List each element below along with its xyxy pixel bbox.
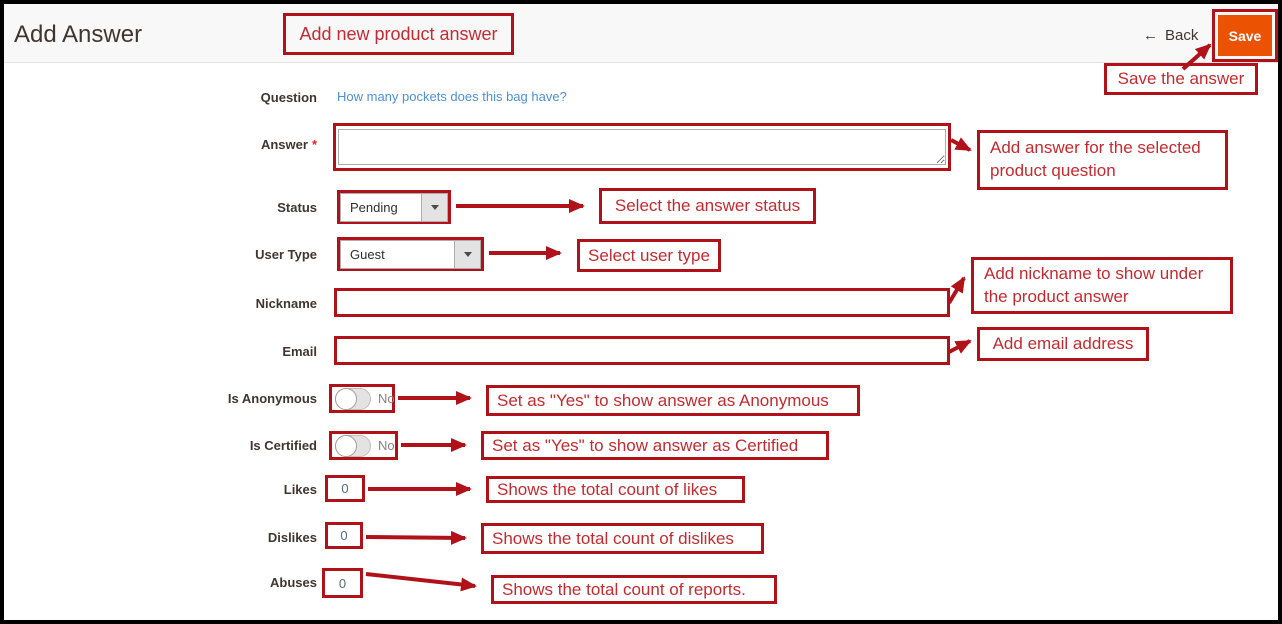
nickname-annotation-outline: [334, 288, 950, 317]
is-anonymous-toggle[interactable]: No: [332, 387, 395, 410]
dislikes-annotation-outline: [325, 522, 363, 549]
abuses-input[interactable]: [325, 574, 360, 592]
question-label: Question: [260, 90, 317, 105]
abuses-annotation-outline: [322, 568, 363, 598]
is-anonymous-label: Is Anonymous: [227, 391, 317, 406]
user-type-select[interactable]: Guest: [340, 239, 481, 269]
annotation-answer: Add answer for the selected product ques…: [977, 130, 1228, 190]
is-certified-annotation-outline: No: [329, 431, 398, 460]
is-anonymous-annotation-outline: No: [329, 384, 395, 413]
nickname-label: Nickname: [255, 296, 317, 311]
nickname-input[interactable]: [337, 291, 947, 314]
status-select[interactable]: Pending: [340, 192, 448, 222]
email-annotation-outline: [334, 336, 950, 365]
annotation-abuses: Shows the total count of reports.: [491, 575, 777, 604]
toggle-track: [335, 387, 371, 410]
annotation-is-anonymous: Set as "Yes" to show answer as Anonymous: [486, 385, 860, 416]
likes-annotation-outline: [325, 475, 365, 502]
status-label: Status: [277, 200, 317, 215]
chevron-down-icon: [430, 204, 439, 210]
save-button[interactable]: Save: [1218, 15, 1272, 56]
status-annotation-outline: Pending: [337, 190, 451, 224]
answer-textarea[interactable]: [338, 129, 946, 165]
email-label: Email: [282, 344, 317, 359]
answer-annotation-outline: [333, 123, 951, 171]
likes-label: Likes: [283, 482, 317, 497]
status-select-arrow[interactable]: [421, 193, 447, 221]
is-certified-label: Is Certified: [249, 438, 317, 453]
annotation-nickname: Add nickname to show under the product a…: [971, 257, 1233, 314]
save-annotation-outline: Save: [1212, 9, 1278, 62]
abuses-label: Abuses: [270, 575, 317, 590]
back-link-label: Back: [1165, 27, 1199, 44]
is-certified-toggle-state: No: [378, 438, 395, 453]
toggle-track: [335, 434, 371, 457]
status-select-value: Pending: [350, 199, 398, 215]
email-input[interactable]: [337, 339, 947, 362]
back-arrow-icon: ←: [1143, 27, 1158, 44]
annotation-user-type: Select user type: [577, 239, 721, 272]
user-type-select-value: Guest: [350, 246, 385, 262]
annotation-dislikes: Shows the total count of dislikes: [481, 523, 764, 554]
user-type-select-arrow[interactable]: [454, 240, 480, 268]
is-anonymous-toggle-state: No: [378, 391, 395, 406]
annotation-save: Save the answer: [1104, 63, 1258, 95]
annotation-is-certified: Set as "Yes" to show answer as Certified: [481, 431, 829, 460]
answer-label: Answer*: [260, 137, 317, 152]
chevron-down-icon: [463, 251, 472, 257]
dislikes-label: Dislikes: [267, 530, 317, 545]
page-header: [4, 4, 1278, 63]
page-title: Add Answer: [14, 21, 143, 48]
question-link[interactable]: How many pockets does this bag have?: [337, 89, 567, 104]
annotation-likes: Shows the total count of likes: [486, 476, 745, 503]
likes-input[interactable]: [328, 480, 362, 497]
toggle-knob: [335, 434, 357, 457]
back-link[interactable]: ← Back: [1143, 27, 1198, 44]
required-asterisk: *: [311, 137, 317, 152]
is-certified-toggle[interactable]: No: [332, 434, 395, 457]
user-type-annotation-outline: Guest: [337, 237, 484, 271]
dislikes-input[interactable]: [328, 527, 360, 544]
annotation-add-new: Add new product answer: [283, 13, 514, 55]
user-type-label: User Type: [255, 247, 317, 262]
toggle-knob: [335, 387, 357, 410]
annotation-status: Select the answer status: [599, 188, 816, 224]
annotation-email: Add email address: [977, 327, 1149, 361]
